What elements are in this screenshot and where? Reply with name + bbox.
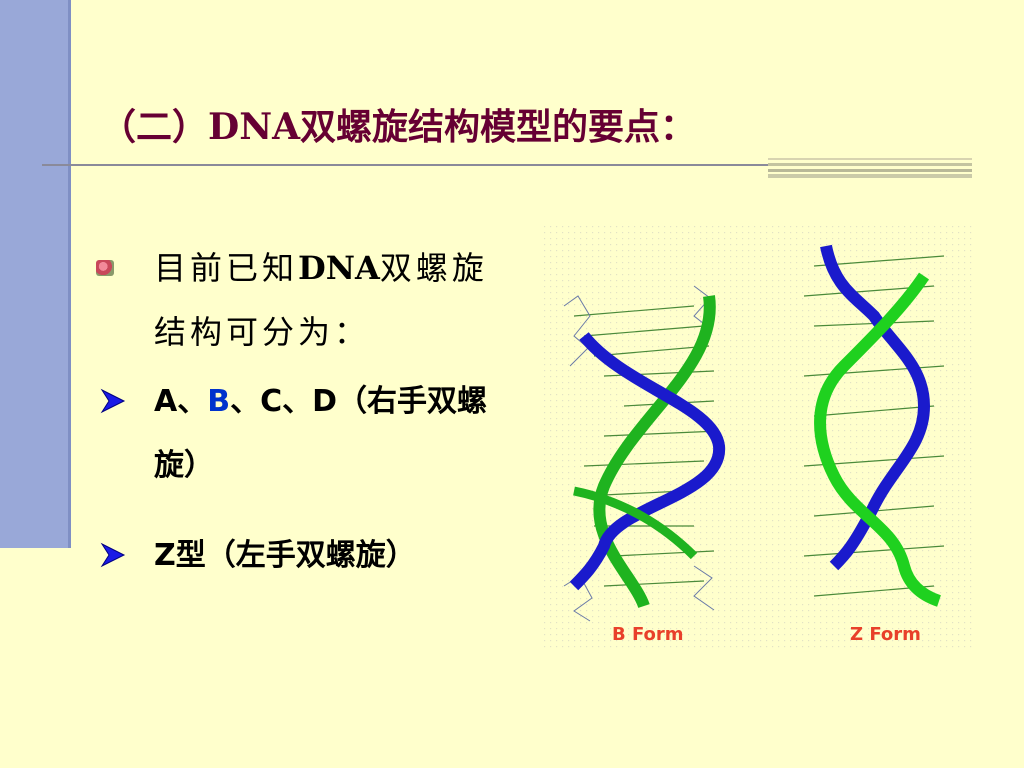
b-form-helix: [563, 285, 726, 622]
bullet-item-left-handed: Z型（左手双螺旋）: [92, 524, 522, 588]
flower-bullet-icon: [96, 260, 114, 276]
bullet-item-dna-forms: 目前已知DNA双螺旋结构可分为：: [92, 236, 522, 364]
z-form-label: Z Form: [850, 624, 921, 645]
arrow-bullet-icon: [100, 388, 126, 414]
title-divider: [42, 164, 972, 166]
title-accent-stripes: [768, 158, 972, 178]
bullet-text: 目前已知DNA双螺旋结构可分为：: [154, 249, 488, 351]
bullet-text: Z型（左手双螺旋）: [154, 538, 416, 573]
bullet-item-right-handed: A、B、C、D（右手双螺旋）: [92, 370, 522, 498]
z-form-helix: [803, 244, 945, 607]
bullet-list: 目前已知DNA双螺旋结构可分为： A、B、C、D（右手双螺旋） Z型（左手双螺旋…: [92, 236, 522, 588]
bullet-text: A、B、C、D（右手双螺旋）: [154, 384, 488, 483]
slide-title: （二）DNA双螺旋结构模型的要点：: [100, 106, 697, 148]
side-accent-bar: [0, 0, 71, 548]
arrow-bullet-icon: [100, 542, 126, 568]
b-form-label: B Form: [612, 624, 684, 645]
dna-helix-figure: B Form Z Form: [544, 226, 972, 650]
